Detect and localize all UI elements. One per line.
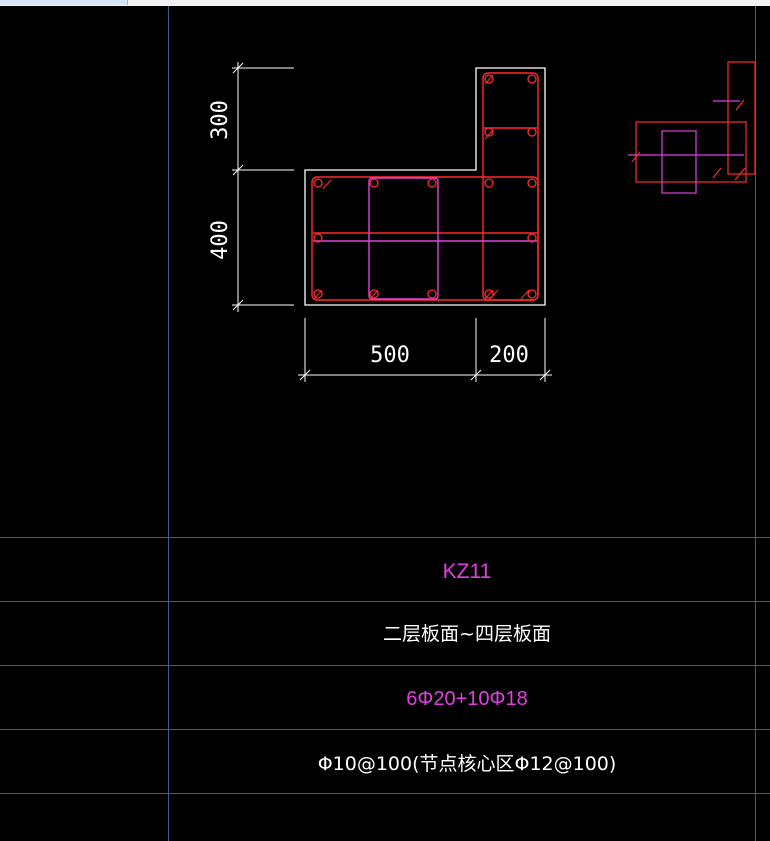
active-tab[interactable]: [0, 0, 128, 5]
rebar-dot: [369, 289, 379, 299]
stirrup-group: [311, 72, 539, 301]
dim-text-top-height: 300: [208, 100, 233, 140]
inner-tie-group: [313, 177, 537, 300]
rebar-dot: [313, 233, 323, 243]
stirrup-detail-legend: [628, 61, 756, 194]
column-name: KZ11: [443, 560, 492, 583]
inner-tie-rect: [368, 177, 439, 300]
rebar-dot: [527, 74, 537, 84]
longitudinal-rebar: 6Φ20+10Φ18: [406, 688, 527, 710]
floor-range: 二层板面~四层板面: [383, 623, 551, 645]
dim-text-bottom-height: 400: [208, 220, 233, 260]
rebar-dot: [427, 289, 437, 299]
rebar-dot: [484, 74, 494, 84]
main-stirrup: [311, 176, 539, 301]
rebar-dot: [369, 178, 379, 188]
rebar-dot: [313, 178, 323, 188]
rebar-dot: [527, 289, 537, 299]
rebar-dot: [313, 289, 323, 299]
dimension-lines: [232, 62, 552, 382]
rebar-dot: [527, 127, 537, 137]
rebar-dot: [427, 178, 437, 188]
top-toolbar-strip: [0, 0, 770, 6]
column-section-outline: [304, 67, 546, 306]
table-grid: [0, 6, 770, 841]
rebar-dot: [527, 233, 537, 243]
rebar-dot: [484, 178, 494, 188]
rebar-dot: [484, 289, 494, 299]
wing-stirrup: [482, 72, 539, 301]
dim-text-right-width: 200: [489, 343, 529, 368]
stirrup-spec: Φ10@100(节点核心区Φ12@100): [318, 753, 617, 775]
hook-marks: [313, 74, 530, 300]
dim-text-left-width: 500: [370, 343, 410, 368]
rebar-dot: [484, 127, 494, 137]
rebar-dot: [527, 178, 537, 188]
rebar-group: [313, 74, 537, 299]
